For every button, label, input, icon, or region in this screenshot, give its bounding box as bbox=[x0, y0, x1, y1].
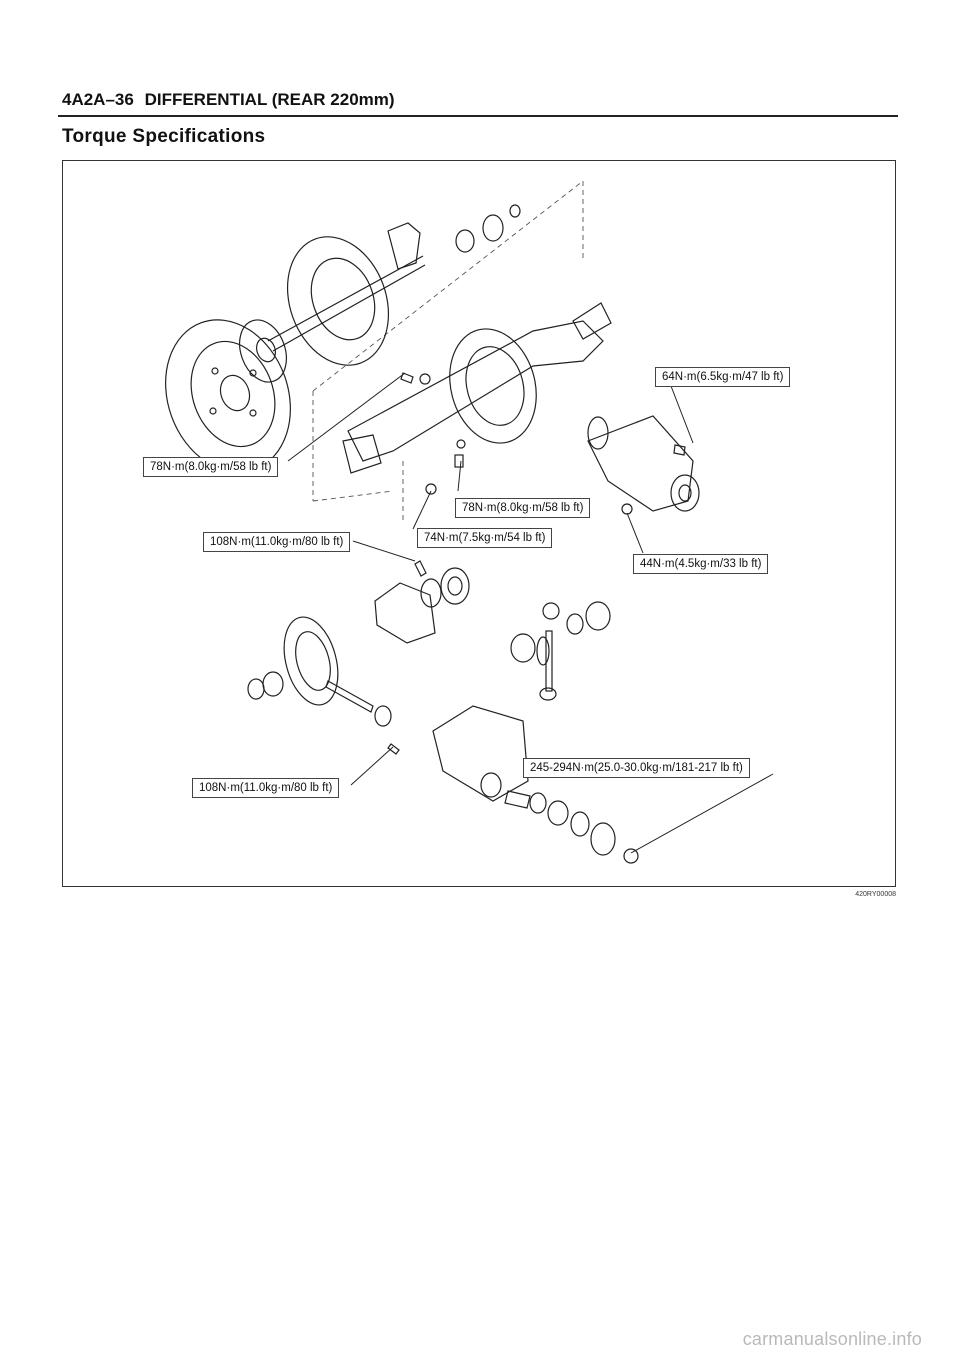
alignment-lines bbox=[312, 180, 584, 521]
ring-gear bbox=[247, 616, 392, 727]
axle-housing bbox=[342, 302, 612, 474]
chapter-title: DIFFERENTIAL (REAR 220mm) bbox=[144, 90, 395, 109]
torque-callout-pinion-nut: 245-294N·m(25.0-30.0kg·m/181-217 lb ft) bbox=[523, 758, 750, 778]
diagram-artwork bbox=[165, 180, 774, 864]
exploded-diagram: 64N·m(6.5kg·m/47 lb ft) 78N·m(8.0kg·m/58… bbox=[62, 160, 896, 887]
torque-callout-bearing-cap-bolt: 108N·m(11.0kg·m/80 lb ft) bbox=[192, 778, 340, 798]
torque-callout-brake-bolt: 78N·m(8.0kg·m/58 lb ft) bbox=[143, 457, 279, 477]
torque-callout-carrier-bolt: 64N·m(6.5kg·m/47 lb ft) bbox=[655, 367, 791, 387]
page-code: 4A2A–36 bbox=[62, 90, 134, 109]
spider-gears bbox=[510, 601, 611, 701]
header-rule bbox=[58, 115, 898, 117]
section-title: Torque Specifications bbox=[62, 126, 266, 147]
backing-plate bbox=[286, 236, 390, 366]
axle-shaft bbox=[267, 204, 521, 352]
differential-carrier bbox=[587, 415, 700, 512]
figure-reference: 420RY00008 bbox=[855, 891, 896, 898]
hub-flange bbox=[239, 319, 287, 383]
carrier-housing bbox=[432, 705, 616, 856]
page-header: 4A2A–36 DIFFERENTIAL (REAR 220mm) bbox=[62, 90, 395, 110]
leader-lines bbox=[287, 372, 774, 854]
torque-callout-ring-gear-bolt-upper: 108N·m(11.0kg·m/80 lb ft) bbox=[203, 532, 351, 552]
torque-callout-carrier-nut: 44N·m(4.5kg·m/33 lb ft) bbox=[633, 554, 769, 574]
fasteners bbox=[387, 372, 686, 864]
differential-case bbox=[374, 567, 470, 644]
watermark: carmanualsonline.info bbox=[742, 1329, 922, 1349]
torque-callout-housing-bolt: 78N·m(8.0kg·m/58 lb ft) bbox=[455, 498, 591, 518]
torque-callout-housing-nut: 74N·m(7.5kg·m/54 lb ft) bbox=[417, 528, 553, 548]
